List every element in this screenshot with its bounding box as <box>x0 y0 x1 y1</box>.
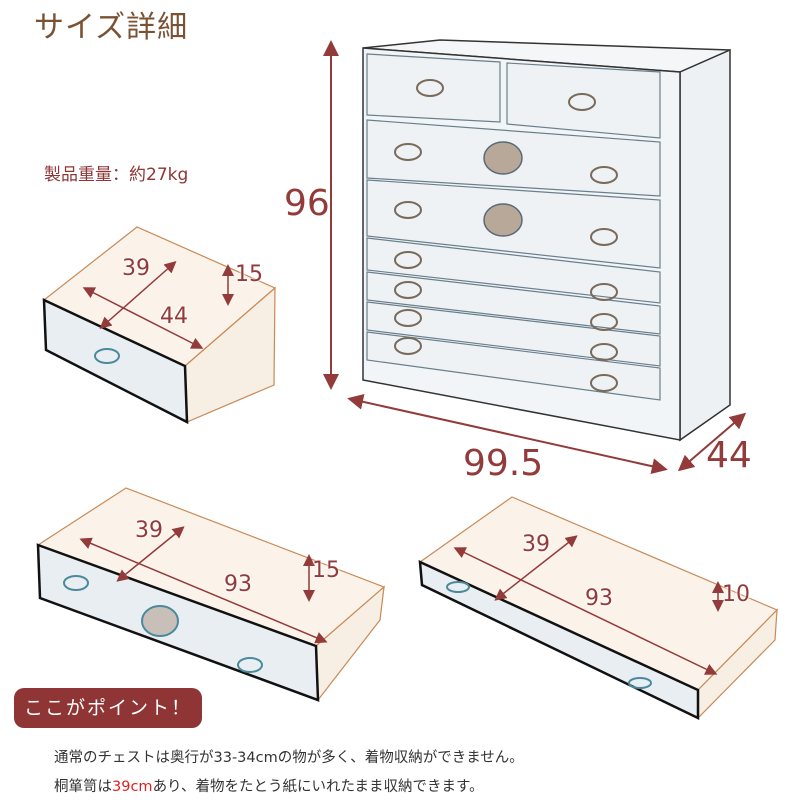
large-drawer-height-label: 15 <box>312 558 340 583</box>
chest-width-label: 99.5 <box>463 443 544 484</box>
large-drawer-depth-label: 39 <box>135 518 163 543</box>
point-badge: ここがポイント！ <box>14 688 202 728</box>
note-text: 桐箪笥は <box>54 779 112 795</box>
chest-depth-label: 44 <box>706 435 752 476</box>
chest-drawing <box>362 39 731 442</box>
small-drawer-height-label: 15 <box>235 262 263 287</box>
small-drawer-width-label: 44 <box>160 304 188 329</box>
small-drawer-depth-label: 39 <box>122 256 150 281</box>
note-text: あり、着物をたとう紙にいれたまま収納できます。 <box>152 779 484 795</box>
highlight-depth: 39cm <box>112 779 153 795</box>
tray-drawer-height-label: 10 <box>722 582 750 607</box>
chest-height-label: 96 <box>284 183 330 224</box>
tray-drawer-depth-label: 39 <box>522 532 550 557</box>
point-note-line2: 桐箪笥は39cmあり、着物をたとう紙にいれたまま収納できます。 <box>54 775 484 796</box>
point-note-line1: 通常のチェストは奥行が33-34cmの物が多く、着物収納ができません。 <box>54 750 524 766</box>
page-title: サイズ詳細 <box>34 10 189 45</box>
product-weight: 製品重量：約27kg <box>44 165 189 185</box>
large-drawer-width-label: 93 <box>224 572 252 597</box>
tray-drawer-width-label: 93 <box>585 586 613 611</box>
